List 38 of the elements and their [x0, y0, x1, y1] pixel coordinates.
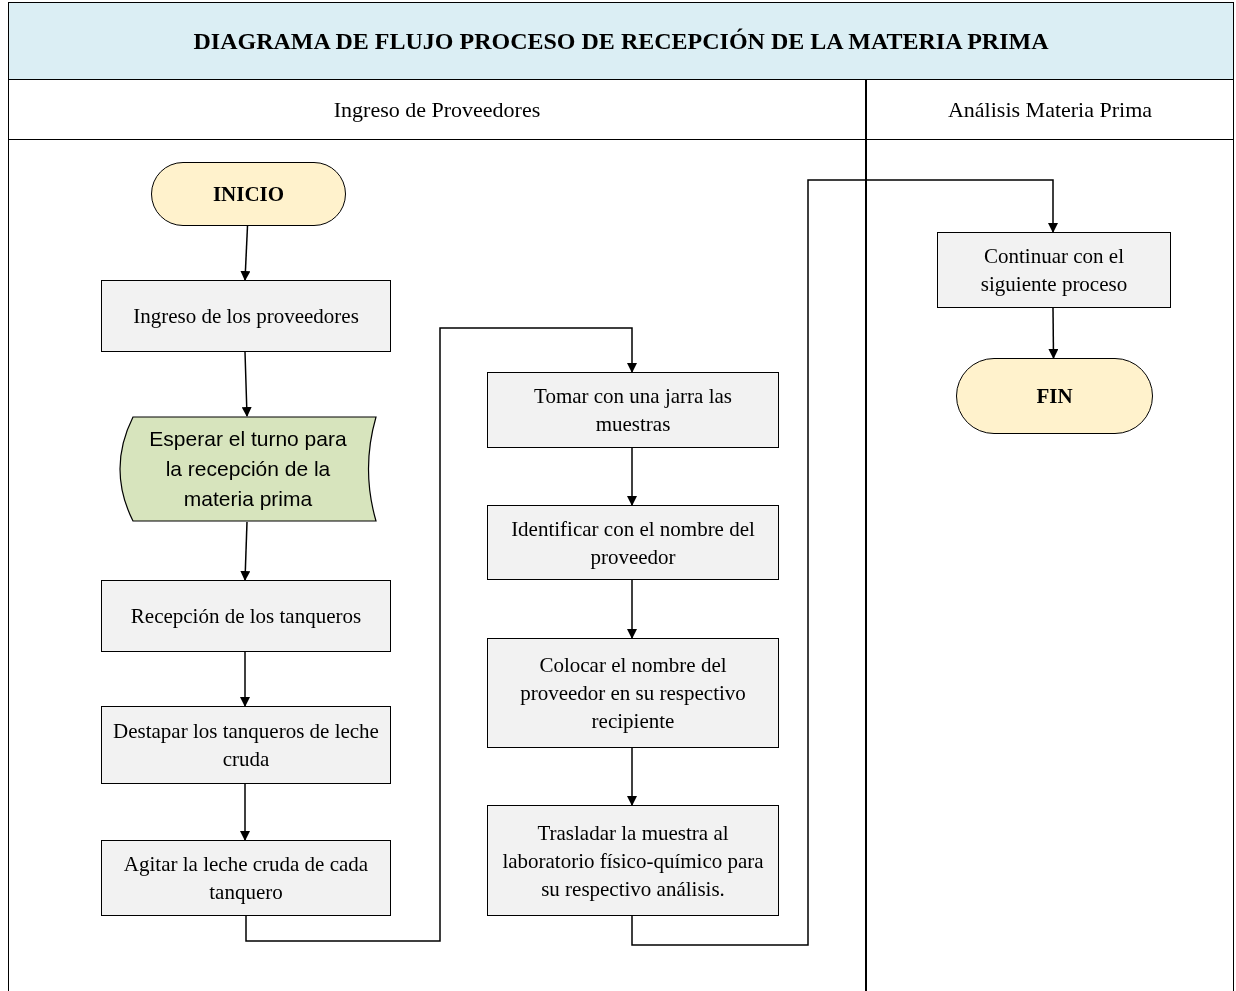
- node-text: Trasladar la muestra al laboratorio físico-químico para su respectivo análisis.: [501, 819, 765, 903]
- node-text: Tomar con una jarra las muestras: [533, 383, 733, 438]
- arrow: [240, 225, 251, 281]
- process-box: [487, 505, 779, 580]
- node-text: Agitar la leche cruda de cada tanquero: [122, 851, 370, 906]
- node-text: Análisis Materia Prima: [947, 96, 1153, 124]
- node-text: Recepción de los tanqueros: [130, 603, 362, 630]
- process-box: [101, 706, 391, 784]
- process-box: [101, 280, 391, 352]
- node-text: Destapar los tanqueros de leche cruda: [112, 718, 380, 773]
- node-text: Ingreso de los proveedores: [133, 303, 359, 330]
- arrow: [240, 651, 250, 707]
- swimlane: [866, 80, 1234, 991]
- node-text: Continuar con el siguiente proceso: [979, 243, 1129, 298]
- process-box: [487, 805, 779, 916]
- arrow: [241, 351, 252, 417]
- process-box: [937, 232, 1171, 308]
- node-text: FIN: [1036, 383, 1073, 410]
- process-box: [101, 580, 391, 652]
- arrow: [1048, 307, 1059, 359]
- arrow: [627, 747, 637, 806]
- swimlane: [8, 80, 866, 991]
- arrow: [240, 783, 250, 841]
- node-text: INICIO: [212, 181, 285, 208]
- node-text: Identificar con el nombre del proveedor: [510, 515, 756, 571]
- arrow: [240, 521, 251, 581]
- arrow: [627, 447, 637, 506]
- process-box: [487, 372, 779, 448]
- arrow: [631, 179, 1058, 946]
- arrow: [627, 579, 637, 639]
- process-box: [487, 638, 779, 748]
- node-text: Ingreso de Proveedores: [333, 96, 541, 124]
- title: DIAGRAMA DE FLUJO PROCESO DE RECEPCIÓN DE LA MATERIA PRIMA: [193, 27, 1049, 56]
- stored-data-shape: [119, 416, 377, 522]
- process-box: [101, 840, 391, 916]
- arrow: [245, 327, 637, 942]
- node-text: Esperar el turno para la recepción de la materia prima: [148, 426, 348, 512]
- node-text: Colocar el nombre del proveedor en su respectivo recipiente: [519, 652, 747, 735]
